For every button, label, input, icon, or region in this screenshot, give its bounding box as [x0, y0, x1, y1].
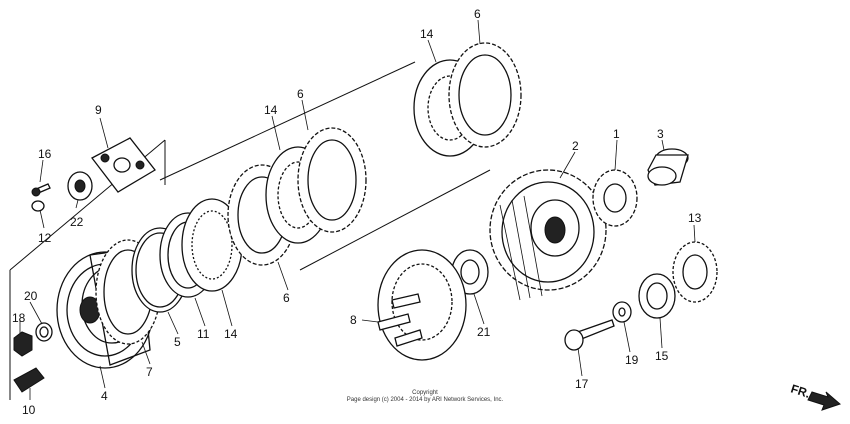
callout-labels: 16 9 22 12 20 18 10 4 7 5 11 14 6 14 6 1… — [12, 7, 702, 417]
callout-6-upper: 6 — [474, 7, 481, 21]
part-gear-13[interactable] — [672, 241, 718, 303]
part-nut-18[interactable] — [13, 331, 33, 357]
callout-9: 9 — [95, 103, 102, 117]
front-direction-indicator: FR. — [789, 382, 841, 411]
callout-11: 11 — [197, 327, 210, 341]
callout-13: 13 — [688, 211, 702, 225]
part-washer-19[interactable] — [612, 301, 632, 323]
callout-5: 5 — [174, 335, 181, 349]
part-bolt-17[interactable] — [564, 319, 615, 351]
callout-8: 8 — [350, 313, 357, 327]
copyright-notice: Copyright Page design (c) 2004 - 2014 by… — [347, 390, 504, 403]
callout-18: 18 — [12, 311, 26, 325]
callout-14-middle: 14 — [264, 103, 278, 117]
part-spring-10[interactable] — [13, 367, 45, 393]
copyright-line-1: Copyright — [412, 390, 438, 396]
callout-17: 17 — [575, 377, 589, 391]
leader-lines — [19, 19, 696, 400]
callout-3: 3 — [657, 127, 664, 141]
callout-16: 16 — [38, 147, 52, 161]
callout-14-upper: 14 — [420, 27, 434, 41]
callout-6-middle: 6 — [297, 87, 304, 101]
callout-1: 1 — [613, 127, 620, 141]
callout-4: 4 — [101, 389, 108, 403]
callout-7: 7 — [146, 365, 153, 379]
copyright-line-2: Page design (c) 2004 - 2014 by ARI Netwo… — [347, 397, 504, 403]
part-friction-disk-6-middle[interactable] — [297, 127, 367, 233]
callout-14-left: 14 — [224, 327, 238, 341]
callout-12: 12 — [38, 231, 52, 245]
part-pressure-plate[interactable] — [377, 249, 467, 361]
part-friction-disk-6-upper[interactable] — [448, 42, 522, 148]
callout-19: 19 — [625, 353, 639, 367]
callout-6-lower: 6 — [283, 291, 290, 305]
part-clutch-center[interactable] — [489, 169, 607, 301]
callout-20: 20 — [24, 289, 38, 303]
callout-15: 15 — [655, 349, 669, 363]
callout-10: 10 — [22, 403, 36, 417]
part-bearing-22[interactable] — [67, 171, 93, 201]
part-bolt-16[interactable] — [31, 183, 51, 197]
part-primary-gear[interactable] — [592, 169, 638, 227]
callout-21: 21 — [477, 325, 491, 339]
callout-22: 22 — [70, 215, 84, 229]
part-collar[interactable] — [647, 148, 689, 186]
part-washer-20[interactable] — [35, 322, 53, 342]
part-lifter-15[interactable] — [638, 273, 676, 319]
front-arrow-icon — [807, 391, 841, 411]
callout-2: 2 — [572, 139, 579, 153]
front-label: FR. — [789, 382, 812, 401]
part-lifter-plate-9[interactable] — [91, 137, 156, 193]
part-bolt-12[interactable] — [31, 200, 45, 212]
